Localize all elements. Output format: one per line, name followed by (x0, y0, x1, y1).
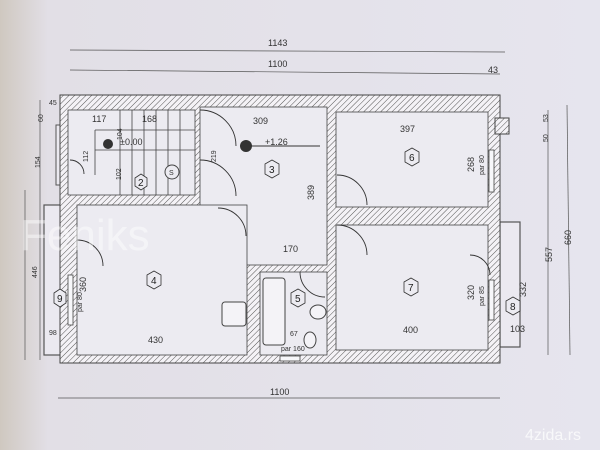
room-7-dim-b: 320 (466, 285, 476, 300)
dim-building-top: 1100 (268, 59, 287, 69)
room-9-label: 9 (57, 294, 63, 305)
room-2-dim-a: 117 (92, 114, 106, 124)
watermark-site: 4zida.rs (525, 427, 581, 444)
dimension-lines (24, 49, 571, 399)
bathtub (262, 277, 286, 346)
room-4-floor (76, 204, 248, 356)
room-3-dim-d: 219 (211, 150, 218, 162)
chimney (494, 117, 510, 135)
room-3-dim-c: 170 (283, 244, 298, 254)
room-4-dim-b: 360 (78, 277, 88, 292)
room-2-level: ±0.00 (120, 137, 142, 147)
room-6-dim-b: 268 (466, 157, 476, 172)
room-3-dim-b: 389 (306, 185, 316, 200)
room-2-floor (67, 109, 196, 196)
windows (67, 149, 495, 362)
dim-right-d: 660 (563, 230, 573, 245)
dim-left-b: 60 (38, 114, 45, 122)
room-3-level: +1.26 (265, 137, 288, 147)
room-4-window: par 80 (77, 292, 84, 312)
room-4-label: 4 (151, 276, 157, 287)
room-2-dim-d: 112 (83, 151, 90, 162)
watermark-agency: Feniks (20, 211, 150, 260)
room-5-label: 5 (295, 294, 301, 305)
dim-building-bottom: 1100 (270, 387, 289, 397)
room-7-dim-a: 400 (403, 325, 418, 335)
dim-left-d: 446 (32, 266, 39, 278)
room-6-label: 6 (409, 153, 415, 164)
toilet (303, 331, 317, 349)
dim-right-c: 557 (544, 247, 554, 262)
room-8-label: 8 (510, 302, 516, 313)
room-markers (53, 147, 521, 316)
dim-left-f: 98 (49, 330, 57, 337)
washbasin (309, 304, 327, 320)
dim-left-a: 45 (49, 100, 57, 107)
room-5-dim: 67 (290, 331, 298, 338)
room-4-dim-a: 430 (148, 335, 163, 345)
room-2-label: 2 (138, 178, 144, 189)
stair-marker-label: S (169, 170, 174, 177)
room-3-dim-a: 309 (253, 116, 268, 126)
dim-overall: 1143 (268, 38, 287, 48)
dim-right-a: 50 (543, 134, 550, 142)
room-6-window: par 80 (479, 155, 486, 175)
kitchen-sink (221, 301, 247, 327)
room-5-window: par 160 (281, 346, 305, 353)
dim-right-b: 53 (543, 114, 550, 122)
staircase (94, 110, 195, 195)
room-6-dim-a: 397 (400, 124, 415, 134)
room-2-dim-c: 104 (117, 128, 124, 140)
dim-left-c: 154 (35, 156, 42, 168)
room-3-label: 3 (269, 165, 275, 176)
dim-offset: 43 (488, 65, 498, 75)
heating-symbol-icon-2 (103, 139, 113, 149)
room-2-dim-b: 168 (142, 114, 157, 124)
room-8-dim-b: 103 (510, 324, 525, 334)
door-swings (69, 109, 491, 298)
heating-symbol-icon (240, 140, 320, 152)
room-8-dim-a: 332 (518, 282, 528, 297)
room-2-dim-e: 102 (116, 168, 123, 180)
stair-marker (164, 164, 180, 180)
room-7-label: 7 (408, 283, 414, 294)
room-7-window: par 85 (479, 286, 486, 306)
